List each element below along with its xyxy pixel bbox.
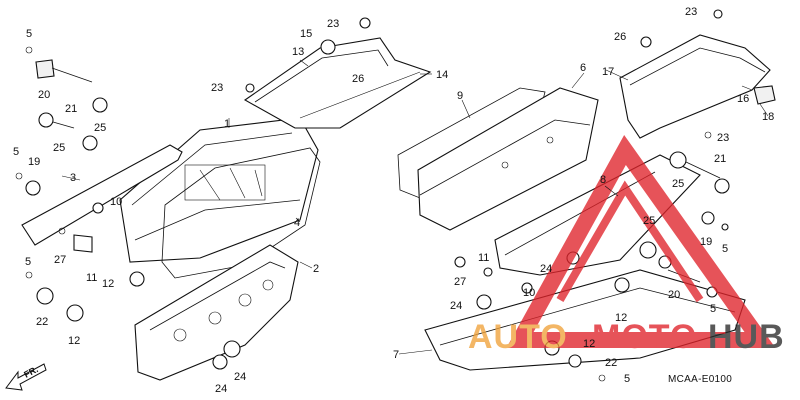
- callout-12-a: 12: [102, 278, 114, 290]
- callout-14: 14: [436, 69, 448, 81]
- callout-1: 1: [224, 118, 230, 130]
- part-16-17-bracket: [619, 9, 776, 139]
- callout-5-e: 5: [710, 303, 716, 315]
- callout-20-a: 20: [38, 89, 50, 101]
- front-arrow-icon: [5, 363, 47, 391]
- callout-24-d: 24: [540, 263, 552, 275]
- callout-24-b: 24: [234, 371, 246, 383]
- callout-22-b: 22: [605, 357, 617, 369]
- callout-12-c: 12: [615, 312, 627, 324]
- callout-10-b: 10: [523, 287, 535, 299]
- callout-4: 4: [294, 217, 300, 229]
- watermark-triangle-icon: [506, 134, 776, 348]
- callout-24-a: 24: [215, 383, 227, 395]
- callout-23-d: 23: [717, 132, 729, 144]
- part-6-case: [417, 87, 599, 231]
- callout-11-a: 11: [86, 272, 97, 284]
- part-3-strip: [21, 144, 183, 246]
- callout-22-a: 22: [36, 316, 48, 328]
- callout-23-c: 23: [685, 6, 697, 18]
- callout-25-b: 25: [53, 142, 65, 154]
- watermark-hub: HUB: [708, 318, 785, 356]
- callout-16: 16: [737, 93, 749, 105]
- callout-26-b: 26: [614, 31, 626, 43]
- callout-19-b: 19: [700, 236, 712, 248]
- callout-8: 8: [600, 174, 606, 186]
- callout-9: 9: [457, 90, 463, 102]
- leader-lines: [61, 59, 769, 355]
- callout-17: 17: [602, 66, 614, 78]
- callout-21-b: 21: [714, 153, 726, 165]
- callout-13: 13: [292, 46, 304, 58]
- callout-20-b: 20: [668, 289, 680, 301]
- callout-19-a: 19: [28, 156, 40, 168]
- callout-2: 2: [313, 263, 319, 275]
- callout-25-d: 25: [643, 215, 655, 227]
- diagram-reference-code: MCAA-E0100: [668, 374, 732, 385]
- callout-5-f: 5: [624, 373, 630, 385]
- callout-12-b: 12: [68, 335, 80, 347]
- callout-labels: 1 2 3 4 5 5 5 5 5 5 6 7 8 9 10 10 11 11 …: [13, 6, 774, 395]
- callout-11-b: 11: [478, 252, 489, 264]
- callout-23-a: 23: [327, 18, 339, 30]
- front-label: FR.: [22, 364, 39, 380]
- callout-5-d: 5: [722, 243, 728, 255]
- callout-5-a: 5: [26, 28, 32, 40]
- callout-7: 7: [393, 349, 399, 361]
- part-13-14-bracket: [243, 17, 432, 129]
- callout-6: 6: [580, 62, 586, 74]
- watermark-logo: AUTO MOTO HUB: [468, 134, 785, 356]
- callout-25-c: 25: [672, 178, 684, 190]
- left-hardware: [15, 46, 241, 370]
- watermark-auto: AUTO: [468, 318, 568, 356]
- callout-27-b: 27: [454, 276, 466, 288]
- callout-23-b: 23: [211, 82, 223, 94]
- callout-26-a: 26: [352, 73, 364, 85]
- part-1-upper-cover: [119, 117, 319, 263]
- front-direction-marker: FR.: [5, 363, 47, 391]
- callout-24-c: 24: [450, 300, 462, 312]
- watermark-moto: MOTO: [592, 318, 697, 356]
- callout-10-a: 10: [110, 196, 122, 208]
- callout-25-a: 25: [94, 122, 106, 134]
- callout-18: 18: [762, 111, 774, 123]
- callout-12-d: 12: [583, 338, 595, 350]
- part-4-gasket: [161, 147, 321, 279]
- callout-21-a: 21: [65, 103, 77, 115]
- callout-5-c: 5: [25, 256, 31, 268]
- part-2-lower-cover: [134, 244, 299, 381]
- callout-5-b: 5: [13, 146, 19, 158]
- callout-3: 3: [70, 172, 76, 184]
- callout-27-a: 27: [54, 254, 66, 266]
- callout-15: 15: [300, 28, 312, 40]
